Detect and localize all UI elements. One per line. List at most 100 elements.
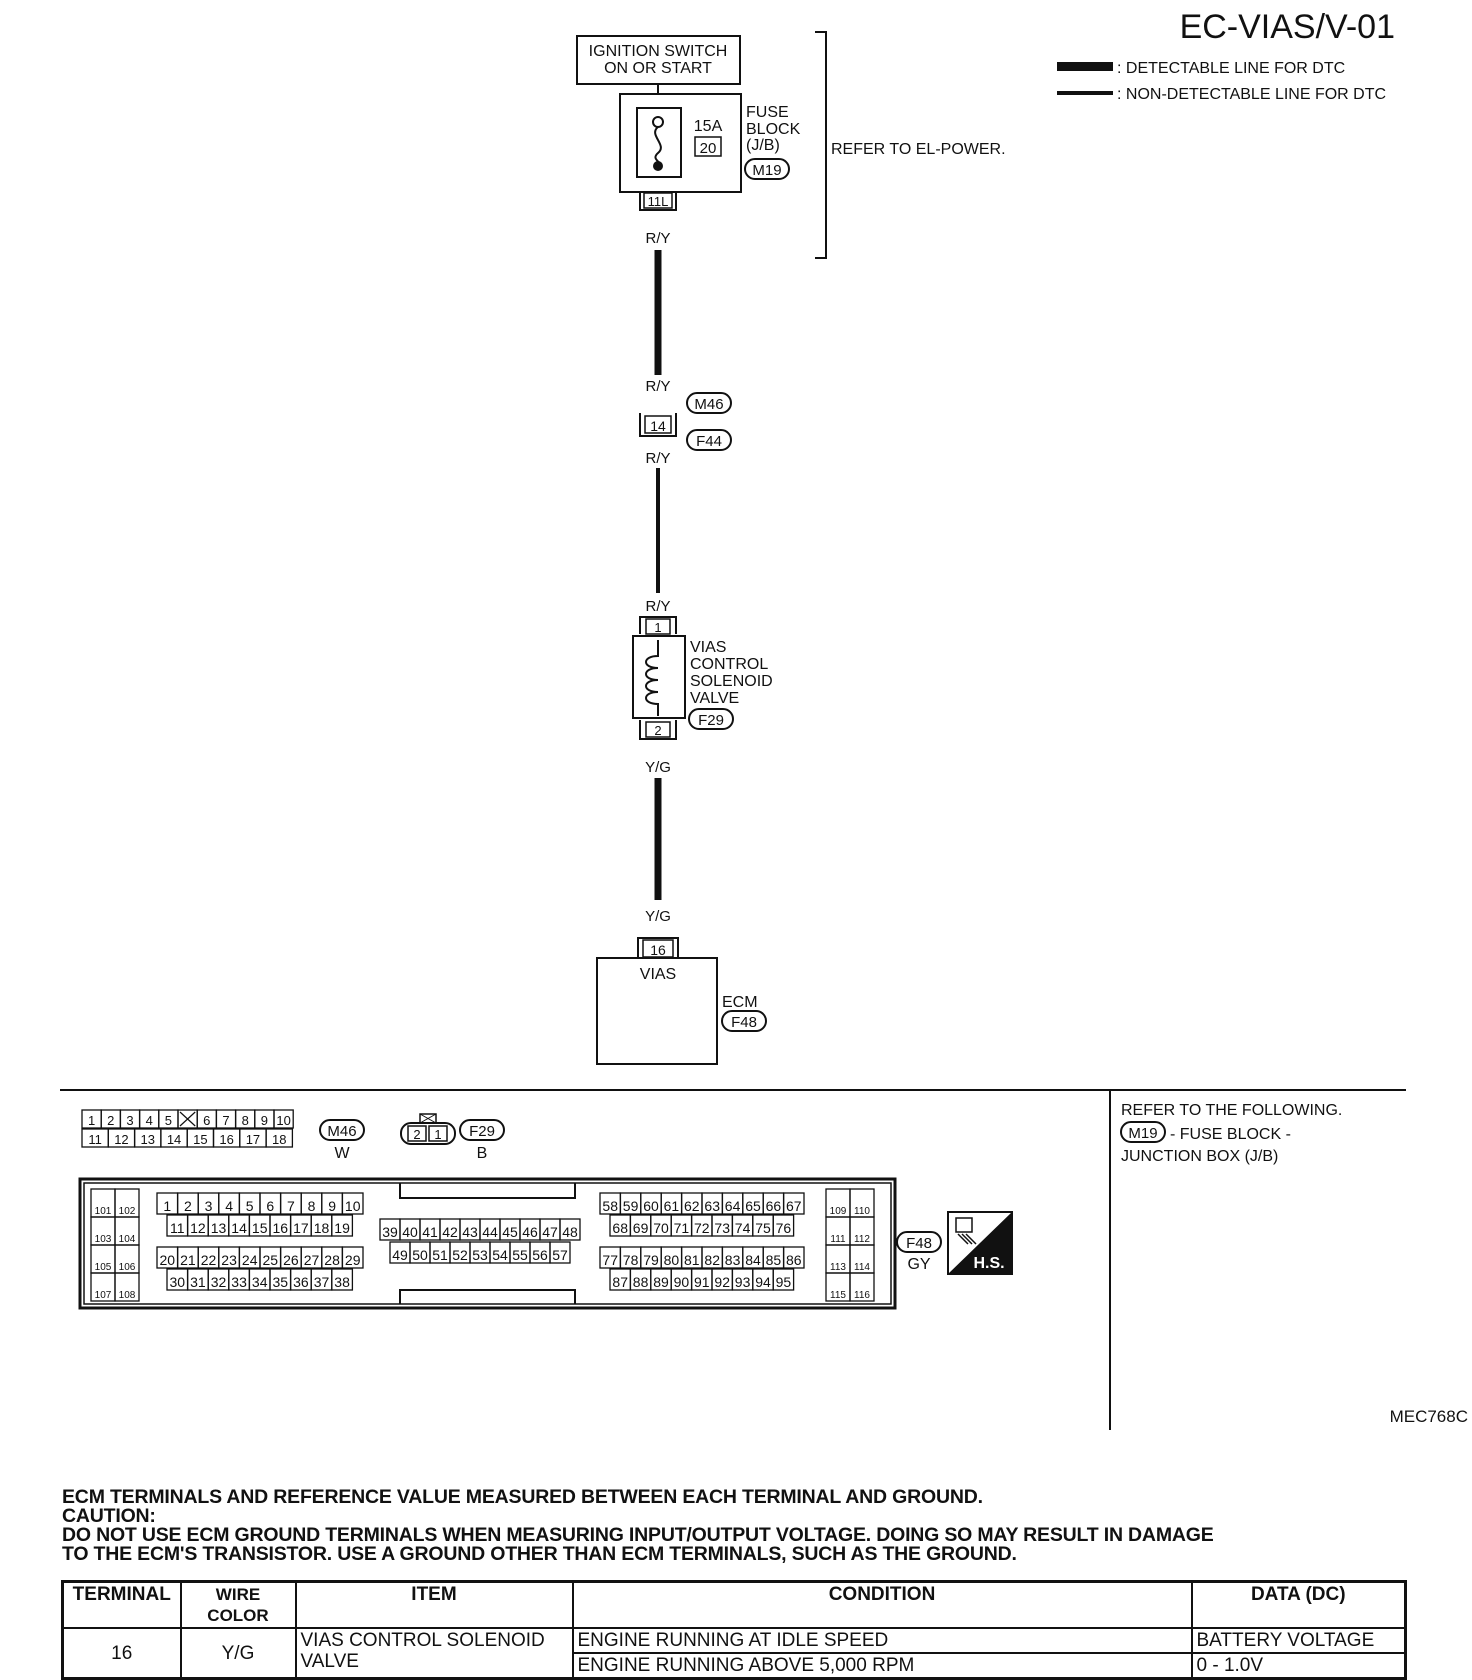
pin-number: 6 [266, 1198, 274, 1214]
pin-number: 116 [854, 1290, 870, 1301]
pin-number: 4 [225, 1198, 233, 1214]
wire-color-yg-1: Y/G [645, 759, 671, 776]
pin-number: 9 [328, 1198, 336, 1214]
pin-number: 57 [552, 1247, 568, 1263]
cell-data-1: BATTERY VOLTAGE [1190, 1627, 1407, 1654]
pin-cell [341, 1246, 364, 1269]
solenoid-box [632, 635, 686, 719]
notes-block: ECM TERMINALS AND REFERENCE VALUE MEASUR… [62, 1487, 1422, 1565]
pin-number: 110 [854, 1206, 870, 1217]
connector-m19-label: M19 [752, 162, 781, 179]
pin-number: 105 [95, 1262, 112, 1273]
cell-condition-2: ENGINE RUNNING ABOVE 5,000 RPM [571, 1652, 1193, 1680]
ecm-connector-face-inner [83, 1182, 892, 1305]
header-condition: CONDITION [571, 1580, 1193, 1629]
pin-number: 32 [211, 1274, 227, 1290]
pin-number: 5 [246, 1198, 254, 1214]
connector-f48-color: GY [907, 1256, 930, 1273]
pin-number: 67 [786, 1198, 802, 1214]
fuse-amp: 15A [694, 118, 723, 135]
connector-f29-face-oval [459, 1119, 505, 1141]
pin-number: 108 [119, 1290, 136, 1301]
pin-number: 78 [623, 1252, 639, 1268]
header-wire-color: WIRE COLOR [179, 1580, 297, 1629]
pin-cell [549, 1241, 571, 1264]
pin-number: 60 [643, 1198, 659, 1214]
joint-terminal-box [644, 415, 672, 434]
pin-number: 77 [602, 1252, 618, 1268]
pin-number: 89 [653, 1274, 669, 1290]
header-data: DATA (DC) [1190, 1580, 1407, 1629]
connector-m46-face-oval [319, 1119, 365, 1141]
connector-f48-label-top: F48 [731, 1014, 757, 1031]
pin-number: 71 [674, 1220, 690, 1236]
pin-cell [849, 1272, 875, 1302]
pin-number: 17 [246, 1132, 260, 1147]
pin-cell [341, 1192, 364, 1215]
cell-wire-color: Y/G [179, 1627, 297, 1680]
pin-number: 73 [714, 1220, 730, 1236]
terminal-table: TERMINAL WIRE COLOR ITEM CONDITION DATA … [61, 1580, 1407, 1680]
connector-m19-oval [744, 158, 790, 180]
connector-f29-oval [688, 708, 734, 730]
pin-number: 44 [482, 1224, 498, 1240]
refer-m19-label: M19 [1128, 1125, 1157, 1142]
pin-number: 51 [432, 1247, 448, 1263]
pin-number: 69 [633, 1220, 649, 1236]
legend-thick-line [1057, 62, 1113, 71]
ignition-line1: IGNITION SWITCH [589, 43, 728, 60]
pin-number: 12 [114, 1132, 128, 1147]
harness-side-icon: H.S. [947, 1211, 1013, 1275]
pin-number: 49 [392, 1247, 408, 1263]
pin-number: 93 [735, 1274, 751, 1290]
legend-detectable-text: : DETECTABLE LINE FOR DTC [1117, 60, 1345, 77]
pin-number: 79 [643, 1252, 659, 1268]
ecm-box [596, 957, 718, 1065]
note-line2: CAUTION: [62, 1505, 156, 1527]
ignition-line2: ON OR START [604, 60, 712, 77]
pin-number: 48 [562, 1224, 578, 1240]
hs-label: H.S. [973, 1255, 1004, 1272]
pin-number: 36 [293, 1274, 309, 1290]
solenoid-line1: VIAS [690, 639, 726, 656]
connector-f44-label: F44 [696, 433, 722, 450]
fuse-block-box [619, 93, 742, 193]
pin-number: 18 [272, 1132, 286, 1147]
pin-cell [273, 1109, 294, 1129]
connector-f29-face-label: F29 [469, 1123, 495, 1140]
pin-number: 75 [755, 1220, 771, 1236]
pin-number: 39 [382, 1224, 398, 1240]
pin-number: 84 [745, 1252, 761, 1268]
pin-number: 103 [95, 1234, 112, 1245]
pin-cell [265, 1128, 294, 1148]
pin-number: 10 [345, 1198, 361, 1214]
pin-number: 2 [107, 1113, 114, 1128]
solenoid-line3: SOLENOID [690, 673, 773, 690]
pin-number: 22 [201, 1252, 217, 1268]
fuse-inner-box [636, 107, 682, 178]
pin-number: 3 [205, 1198, 213, 1214]
connector-f29-latch-icon [419, 1113, 437, 1124]
connector-m46-label: M46 [694, 396, 723, 413]
pin-number: 85 [766, 1252, 782, 1268]
pin-number: 52 [452, 1247, 468, 1263]
pin-number: 33 [231, 1274, 247, 1290]
header-terminal: TERMINAL [61, 1580, 182, 1629]
pin-number: 35 [273, 1274, 289, 1290]
pin-number: 7 [222, 1113, 229, 1128]
connector-f48-face-oval [896, 1231, 942, 1253]
wire-color-ry-1: R/Y [645, 230, 670, 247]
note-line4: TO THE ECM'S TRANSISTOR. USE A GROUND OT… [62, 1543, 1017, 1565]
pin-number: 53 [472, 1247, 488, 1263]
pin-number: 90 [674, 1274, 690, 1290]
pin-number: 21 [180, 1252, 196, 1268]
connector-f44-oval [686, 429, 732, 451]
pin-number: 26 [283, 1252, 299, 1268]
refer-following-line1: REFER TO THE FOLLOWING. [1121, 1102, 1342, 1119]
refer-m19-oval [1120, 1121, 1166, 1143]
cell-data-2: 0 - 1.0V [1190, 1652, 1407, 1680]
pin-number: 10 [276, 1113, 290, 1128]
connector-m46-color: W [334, 1145, 350, 1162]
